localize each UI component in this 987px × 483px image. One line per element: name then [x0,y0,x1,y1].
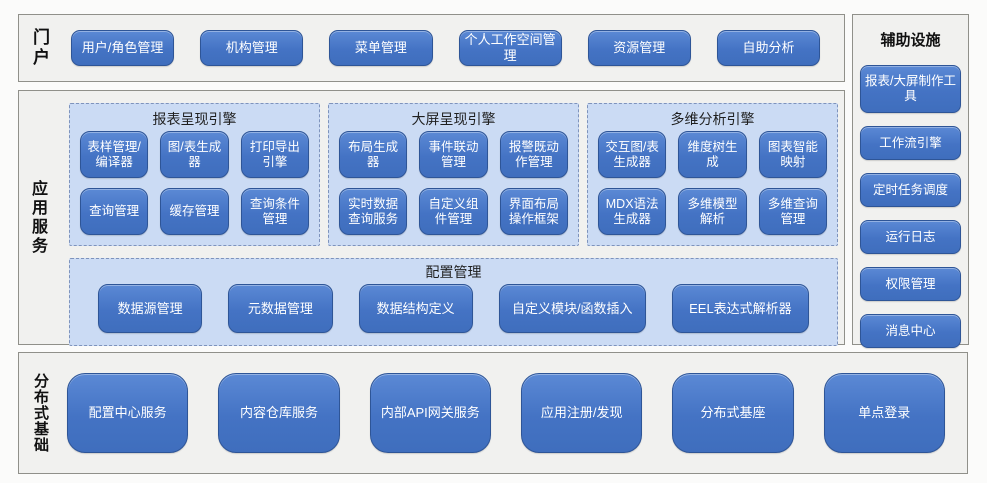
engine-node-alarm-action-mgmt: 报警既动作管理 [499,131,568,178]
engine-node-event-linkage-mgmt: 事件联动管理 [419,131,488,178]
dist-node-internal-api-gateway-service: 内部API网关服务 [369,373,491,453]
dist-node-app-registration-discovery: 应用注册/发现 [520,373,643,453]
auxiliary-section-label: 辅助设施 [880,32,941,49]
olap-engine-grid: 交互图/表生成器 维度树生成 图表智能映射 MDX语法生成器 多维模型解析 多维… [598,131,827,235]
aux-node-run-logs: 运行日志 [860,220,961,254]
app-services-section-label: 应用服务 [29,179,46,256]
portal-items: 用户/角色管理 机构管理 菜单管理 个人工作空间管理 资源管理 自助分析 [71,30,821,66]
bigscreen-engine-title: 大屏呈现引擎 [411,111,496,127]
config-node-datasource-mgmt: 数据源管理 [98,284,203,333]
engine-node-mdx-syntax-generator: MDX语法生成器 [598,188,667,235]
portal-section: 门户 用户/角色管理 机构管理 菜单管理 个人工作空间管理 资源管理 自助分析 [18,14,845,82]
portal-node-menu-mgmt: 菜单管理 [329,30,433,66]
olap-engine-title: 多维分析引擎 [670,111,755,127]
engine-node-cache-mgmt: 缓存管理 [160,188,229,235]
dist-node-content-repository-service: 内容仓库服务 [218,373,340,453]
config-node-eel-expression-parser: EEL表达式解析器 [671,284,809,333]
report-engine-title: 报表呈现引擎 [152,111,237,127]
config-mgmt-items: 数据源管理 元数据管理 数据结构定义 自定义模块/函数插入 EEL表达式解析器 [98,284,809,333]
aux-node-message-center: 消息中心 [860,314,961,348]
portal-node-self-service-analysis: 自助分析 [716,30,821,66]
portal-node-resource-mgmt: 资源管理 [587,30,691,66]
portal-node-org-mgmt: 机构管理 [200,30,304,66]
engine-node-print-export-engine: 打印导出引擎 [240,131,309,178]
engine-node-interactive-chart-generator: 交互图/表生成器 [598,131,667,178]
engine-node-query-condition-mgmt: 查询条件管理 [240,188,309,235]
aux-node-scheduled-task-scheduling: 定时任务调度 [860,173,961,207]
portal-section-label: 门户 [30,28,49,68]
config-node-metadata-mgmt: 元数据管理 [228,284,333,333]
engine-node-style-mgmt-compiler: 表样管理/编译器 [80,131,149,178]
engine-node-smart-chart-mapping: 图表智能映射 [758,131,827,178]
engine-node-layout-generator: 布局生成器 [339,131,408,178]
distributed-base-items: 配置中心服务 内容仓库服务 内部API网关服务 应用注册/发现 分布式基座 单点… [67,373,945,453]
aux-node-report-bigscreen-authoring-tool: 报表/大屏制作工具 [860,65,961,113]
engine-node-realtime-data-query-service: 实时数据查询服务 [339,188,408,235]
auxiliary-section: 辅助设施 报表/大屏制作工具 工作流引擎 定时任务调度 运行日志 权限管理 消息… [852,14,969,348]
portal-node-user-role-mgmt: 用户/角色管理 [71,30,175,66]
engine-node-dimension-tree-generation: 维度树生成 [678,131,747,178]
config-node-custom-module-function-insert: 自定义模块/函数插入 [498,284,646,333]
config-mgmt-panel: 配置管理 数据源管理 元数据管理 数据结构定义 自定义模块/函数插入 EEL表达… [69,258,838,346]
aux-node-workflow-engine: 工作流引擎 [860,126,961,160]
report-engine-panel: 报表呈现引擎 表样管理/编译器 图/表生成器 打印导出引擎 查询管理 缓存管理 … [69,103,320,246]
config-node-data-structure-definition: 数据结构定义 [358,284,473,333]
bigscreen-engine-grid: 布局生成器 事件联动管理 报警既动作管理 实时数据查询服务 自定义组件管理 界面… [339,131,568,235]
report-engine-grid: 表样管理/编译器 图/表生成器 打印导出引擎 查询管理 缓存管理 查询条件管理 [80,131,309,235]
engine-node-ui-layout-framework: 界面布局操作框架 [499,188,568,235]
dist-node-config-center-service: 配置中心服务 [67,373,189,453]
engine-node-custom-component-mgmt: 自定义组件管理 [419,188,488,235]
engine-node-query-mgmt: 查询管理 [80,188,149,235]
dist-node-distributed-pedestal: 分布式基座 [672,373,794,453]
engine-node-multidim-model-parsing: 多维模型解析 [678,188,747,235]
app-services-section: 应用服务 报表呈现引擎 表样管理/编译器 图/表生成器 打印导出引擎 查询管理 … [18,90,845,346]
engine-panels: 报表呈现引擎 表样管理/编译器 图/表生成器 打印导出引擎 查询管理 缓存管理 … [69,103,838,246]
distributed-base-section-label: 分布式基础 [32,373,49,453]
aux-node-permission-mgmt: 权限管理 [860,267,961,301]
engine-node-chart-table-generator: 图/表生成器 [160,131,229,178]
engine-node-multidim-query-mgmt: 多维查询管理 [758,188,827,235]
bigscreen-engine-panel: 大屏呈现引擎 布局生成器 事件联动管理 报警既动作管理 实时数据查询服务 自定义… [328,103,579,246]
distributed-base-section: 分布式基础 配置中心服务 内容仓库服务 内部API网关服务 应用注册/发现 分布… [18,352,968,474]
config-mgmt-title: 配置管理 [425,264,482,280]
dist-node-single-sign-on: 单点登录 [823,373,945,453]
olap-engine-panel: 多维分析引擎 交互图/表生成器 维度树生成 图表智能映射 MDX语法生成器 多维… [587,103,838,246]
portal-node-personal-workspace-mgmt: 个人工作空间管理 [458,30,562,66]
